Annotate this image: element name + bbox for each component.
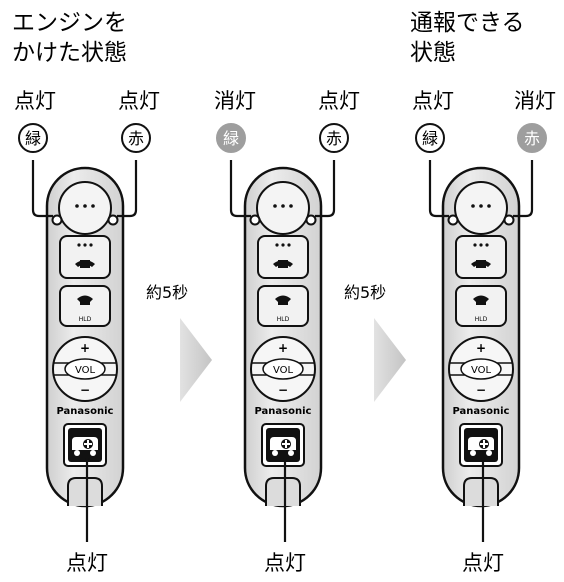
remote-state1: + VOL − HLD Panasonic: [45, 166, 125, 508]
heading-left-line1: エンジンを: [12, 10, 127, 36]
state3-red-lamp: 赤: [517, 123, 547, 153]
brand-label: Panasonic: [453, 406, 510, 417]
hold-label: HLD: [475, 316, 488, 323]
svg-text:緑: 緑: [223, 129, 239, 148]
hold-label: HLD: [79, 316, 92, 323]
svg-text:緑: 緑: [25, 129, 41, 148]
state2-emergency-status: 点灯: [264, 551, 306, 575]
state2-red-lamp: 赤: [319, 123, 349, 153]
transition-label-2: 約5秒: [344, 283, 386, 302]
vol-label: VOL: [471, 365, 492, 376]
transition-arrow-1: [180, 318, 212, 402]
vol-label: VOL: [273, 365, 294, 376]
svg-text:赤: 赤: [326, 129, 342, 148]
state3-red-status: 消灯: [514, 89, 556, 113]
transition-arrow-2: [374, 318, 406, 402]
vol-minus-label: −: [476, 383, 486, 397]
vol-label: VOL: [75, 365, 96, 376]
hold-label: HLD: [277, 316, 290, 323]
vol-minus-label: −: [278, 383, 288, 397]
transition-label-1: 約5秒: [146, 283, 188, 302]
state3-green-status: 点灯: [412, 89, 454, 113]
brand-label: Panasonic: [57, 406, 114, 417]
svg-text:赤: 赤: [524, 129, 540, 148]
vol-plus-label: +: [80, 341, 90, 355]
brand-label: Panasonic: [255, 406, 312, 417]
svg-text:赤: 赤: [128, 129, 144, 148]
state1-red-status: 点灯: [118, 89, 160, 113]
lamp-leader-lines: [31, 160, 534, 218]
state1-red-lamp: 赤: [121, 123, 151, 153]
state3-green-lamp: 緑: [415, 123, 445, 153]
state1-emergency-status: 点灯: [66, 551, 108, 575]
state1-green-status: 点灯: [14, 89, 56, 113]
heading-right-line2: 状態: [410, 40, 456, 66]
state2-green-status: 消灯: [214, 89, 256, 113]
state3-emergency-status: 点灯: [462, 551, 504, 575]
remote-state2: + VOL − HLD Panasonic: [243, 166, 323, 508]
bottom-leader-lines: [85, 458, 485, 542]
remote-state3: + VOL − HLD Panasonic: [441, 166, 521, 508]
state2-green-lamp: 緑: [216, 123, 246, 153]
state2-red-status: 点灯: [318, 89, 360, 113]
heading-right-line1: 通報できる: [410, 10, 525, 36]
vol-plus-label: +: [278, 341, 288, 355]
vol-minus-label: −: [80, 383, 90, 397]
vol-plus-label: +: [476, 341, 486, 355]
svg-text:緑: 緑: [422, 129, 438, 148]
heading-left-line2: かけた状態: [12, 40, 127, 66]
state1-green-lamp: 緑: [18, 123, 48, 153]
